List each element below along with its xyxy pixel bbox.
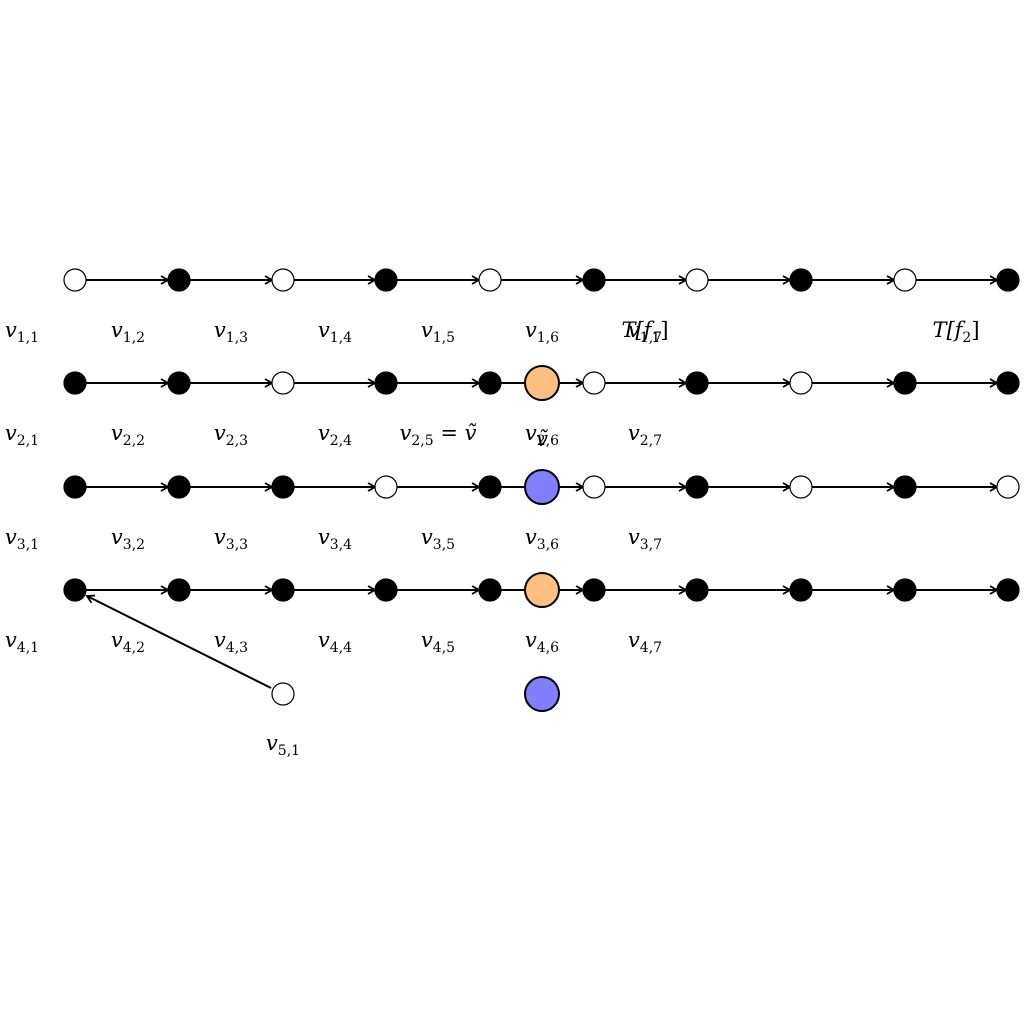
node-row1-9 [893,268,917,292]
label-v1-2: v1,2 [111,318,145,346]
label-v3-7: v3,7 [628,525,662,553]
node-row2-7 [685,371,709,395]
label-v3-6: v3,6 [525,525,559,553]
node-row2-3 [271,371,295,395]
node-row1-8 [789,268,813,292]
label-v2-7: v2,7 [628,421,662,449]
label-v1-5: v1,5 [421,318,455,346]
label-v2-6: v2,6 [525,421,559,449]
node-row4-7 [685,578,709,602]
node-row3-5 [478,475,502,499]
labels-layer: v1,1 v1,2 v1,3 v1,4 v1,5 v1,6 v2,1 v2,2 v2,3 v2,4… [5,318,980,759]
node-row3-10 [996,475,1020,499]
label-v1-6: v1,6 [525,318,559,346]
label-v1-4: v1,4 [318,318,352,346]
node-row4-4 [374,578,398,602]
label-v5-1: v5,1 [266,731,300,759]
node-row4-5 [478,578,502,602]
node-row1-6 [582,268,606,292]
label-v2-4: v2,4 [318,421,352,449]
nodes-layer [63,268,1020,712]
node-row1-4 [374,268,398,292]
highlight-node-1 [524,365,560,401]
node-row2-1 [63,371,87,395]
label-v2-1: v2,1 [5,421,39,449]
node-row4-3 [271,578,295,602]
node-row3-2 [167,475,191,499]
label-v3-1: v3,1 [5,525,39,553]
node-v5-1 [271,682,295,706]
label-v1-7: v1,7 [628,318,662,346]
label-v4-3: v4,3 [214,628,248,656]
label-v2-5: v2,5 = ṽ [400,421,477,449]
label-v3-2: v3,2 [111,525,145,553]
node-row2-9 [893,371,917,395]
node-row2-8 [789,371,813,395]
node-row1-7 [685,268,709,292]
label-v1-3: v1,3 [214,318,248,346]
highlight-node-2 [524,469,560,505]
label-v-tilde: ṽ [536,427,548,451]
node-row3-6 [582,475,606,499]
label-v3-4: v3,4 [318,525,352,553]
node-row2-6 [582,371,606,395]
node-row3-3 [271,475,295,499]
label-v4-1: v4,1 [5,628,39,656]
node-row2-10 [996,371,1020,395]
node-row4-10 [996,578,1020,602]
label-T-f1: T[f1] [621,318,668,346]
highlight-node-3 [524,572,560,608]
node-row4-2 [167,578,191,602]
label-v4-5: v4,5 [421,628,455,656]
node-row3-4 [374,475,398,499]
node-row2-5 [478,371,502,395]
node-row1-5 [478,268,502,292]
edge-v5-1-to-v4-1 [85,594,272,689]
node-row2-4 [374,371,398,395]
label-v2-3: v2,3 [214,421,248,449]
node-row4-6 [582,578,606,602]
node-row3-7 [685,475,709,499]
node-row4-1 [63,578,87,602]
label-v3-5: v3,5 [421,525,455,553]
label-v4-4: v4,4 [318,628,352,656]
node-row2-2 [167,371,191,395]
label-T-f2: T[f2] [932,318,979,346]
label-v2-2: v2,2 [111,421,145,449]
label-v1-1: v1,1 [5,318,39,346]
node-row1-2 [167,268,191,292]
node-row4-8 [789,578,813,602]
node-row1-1 [63,268,87,292]
label-v4-7: v4,7 [628,628,662,656]
node-row4-9 [893,578,917,602]
label-v4-6: v4,6 [525,628,559,656]
node-row3-8 [789,475,813,499]
label-v4-2: v4,2 [111,628,145,656]
node-row1-3 [271,268,295,292]
node-row1-10 [996,268,1020,292]
label-v3-3: v3,3 [214,525,248,553]
node-row3-9 [893,475,917,499]
highlight-node-4 [524,676,560,712]
node-row3-1 [63,475,87,499]
